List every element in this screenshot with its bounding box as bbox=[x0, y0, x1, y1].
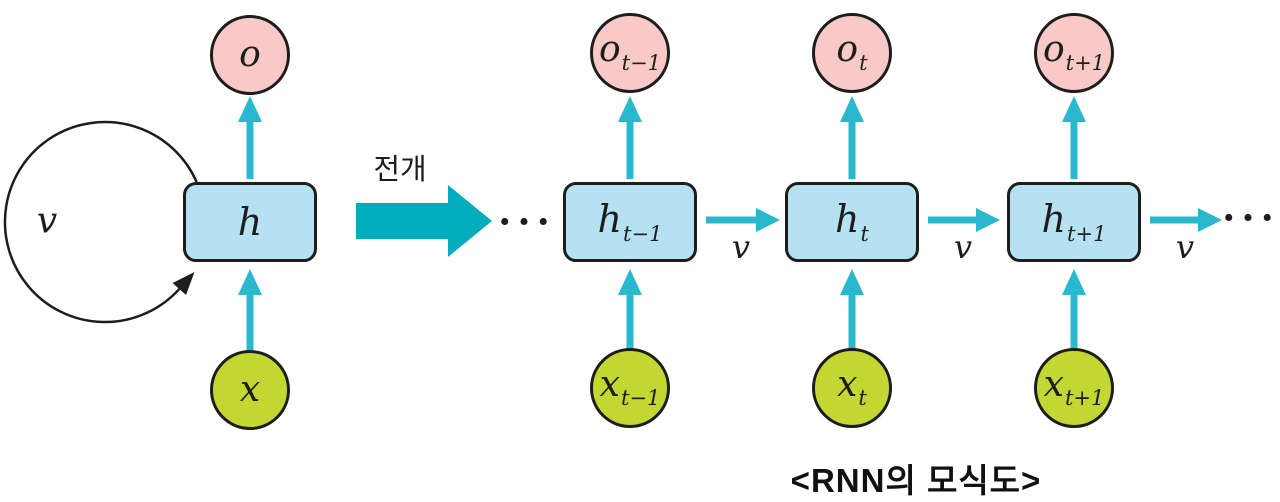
arrow-up-icon bbox=[618, 96, 642, 122]
ellipsis-left: ··· bbox=[498, 199, 556, 244]
loop-weight-label: v bbox=[36, 200, 58, 242]
hidden-node-t: ht bbox=[785, 182, 919, 262]
input-label-t-1: xt−1 bbox=[600, 367, 661, 409]
output-node-t-1: ot−1 bbox=[590, 13, 670, 93]
label-subscript: t bbox=[858, 386, 867, 410]
folded-output-label: o bbox=[239, 34, 261, 75]
label-subscript: t+1 bbox=[1067, 221, 1107, 246]
input-node-t-1: xt−1 bbox=[590, 348, 670, 428]
label-base: x bbox=[599, 364, 620, 405]
unfold-arrow-icon bbox=[356, 185, 492, 257]
recurrent-loop-arrowhead-icon bbox=[172, 272, 195, 295]
hidden-label-t+1: ht+1 bbox=[1042, 200, 1107, 245]
label-subscript: t+1 bbox=[1064, 386, 1105, 410]
weight-label-1: v bbox=[731, 228, 751, 266]
label-base: x bbox=[1043, 364, 1064, 405]
arrow-up-shaft bbox=[626, 120, 634, 179]
output-label-t-1: ot−1 bbox=[599, 32, 661, 74]
output-label-t: ot bbox=[836, 32, 867, 74]
label-subscript: t+1 bbox=[1065, 51, 1106, 75]
arrow-right-icon bbox=[1198, 208, 1222, 232]
arrow-right-icon bbox=[756, 208, 780, 232]
arrow-up-icon bbox=[840, 96, 864, 122]
input-label-t+1: xt+1 bbox=[1044, 367, 1105, 409]
recurrent-loop-arc bbox=[3, 120, 198, 324]
folded-hidden-label: h bbox=[237, 200, 263, 244]
hidden-label-t-1: ht−1 bbox=[598, 200, 663, 245]
output-node-t: ot bbox=[812, 13, 892, 93]
weight-label-3: v bbox=[1175, 228, 1195, 266]
arrow-up-icon bbox=[840, 269, 864, 295]
weight-label-2: v bbox=[953, 228, 973, 266]
hidden-node-t+1: ht+1 bbox=[1007, 182, 1141, 262]
hidden-label-t: ht bbox=[835, 200, 869, 245]
arrow-up-icon bbox=[238, 269, 262, 295]
ellipsis-right: ··· bbox=[1222, 195, 1280, 240]
input-node-t+1: xt+1 bbox=[1034, 348, 1114, 428]
label-base: o bbox=[836, 29, 859, 70]
arrow-up-shaft bbox=[246, 120, 254, 179]
output-label-t+1: ot+1 bbox=[1043, 32, 1105, 74]
arrow-up-icon bbox=[238, 96, 262, 122]
arrow-up-shaft bbox=[246, 293, 254, 350]
folded-input-label: x bbox=[239, 369, 261, 410]
folded-output-node: o bbox=[210, 15, 290, 95]
arrow-right-shaft bbox=[706, 216, 756, 224]
arrow-up-icon bbox=[1062, 96, 1086, 122]
arrow-up-shaft bbox=[626, 293, 634, 350]
label-subscript: t−1 bbox=[620, 386, 661, 410]
label-base: h bbox=[835, 196, 860, 241]
label-base: x bbox=[837, 364, 858, 405]
hidden-node-t-1: ht−1 bbox=[563, 182, 697, 262]
input-label-t: xt bbox=[837, 367, 867, 409]
folded-input-node: x bbox=[210, 350, 290, 430]
arrow-up-shaft bbox=[848, 293, 856, 350]
output-node-t+1: ot+1 bbox=[1034, 13, 1114, 93]
arrow-right-shaft bbox=[928, 216, 976, 224]
folded-hidden-node: h bbox=[183, 182, 317, 262]
label-subscript: t−1 bbox=[621, 51, 662, 75]
arrow-up-icon bbox=[618, 269, 642, 295]
arrow-right-icon bbox=[976, 208, 1000, 232]
arrow-right-shaft bbox=[1150, 216, 1198, 224]
arrow-up-shaft bbox=[848, 120, 856, 179]
label-base: h bbox=[1041, 196, 1067, 241]
label-subscript: t bbox=[859, 51, 868, 75]
unfold-label: 전개 bbox=[373, 154, 427, 186]
diagram-caption: <RNN의 모식도> bbox=[790, 462, 1042, 499]
label-base: h bbox=[597, 196, 623, 241]
arrow-up-shaft bbox=[1070, 293, 1078, 350]
arrow-up-icon bbox=[1062, 269, 1086, 295]
label-base: o bbox=[598, 29, 621, 70]
input-node-t: xt bbox=[812, 348, 892, 428]
arrow-up-shaft bbox=[1070, 120, 1078, 179]
label-base: o bbox=[1042, 29, 1065, 70]
label-subscript: t bbox=[860, 221, 869, 246]
label-subscript: t−1 bbox=[623, 221, 663, 246]
